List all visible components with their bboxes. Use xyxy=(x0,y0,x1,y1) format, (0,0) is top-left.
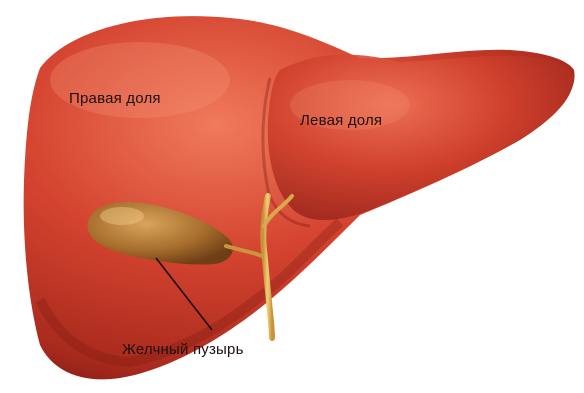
gallbladder-label: Желчный пузырь xyxy=(122,341,244,358)
gallbladder-highlight xyxy=(100,207,144,225)
right-lobe-label: Правая доля xyxy=(69,90,161,107)
left-lobe xyxy=(268,55,573,220)
left-lobe-label: Левая доля xyxy=(300,112,382,129)
